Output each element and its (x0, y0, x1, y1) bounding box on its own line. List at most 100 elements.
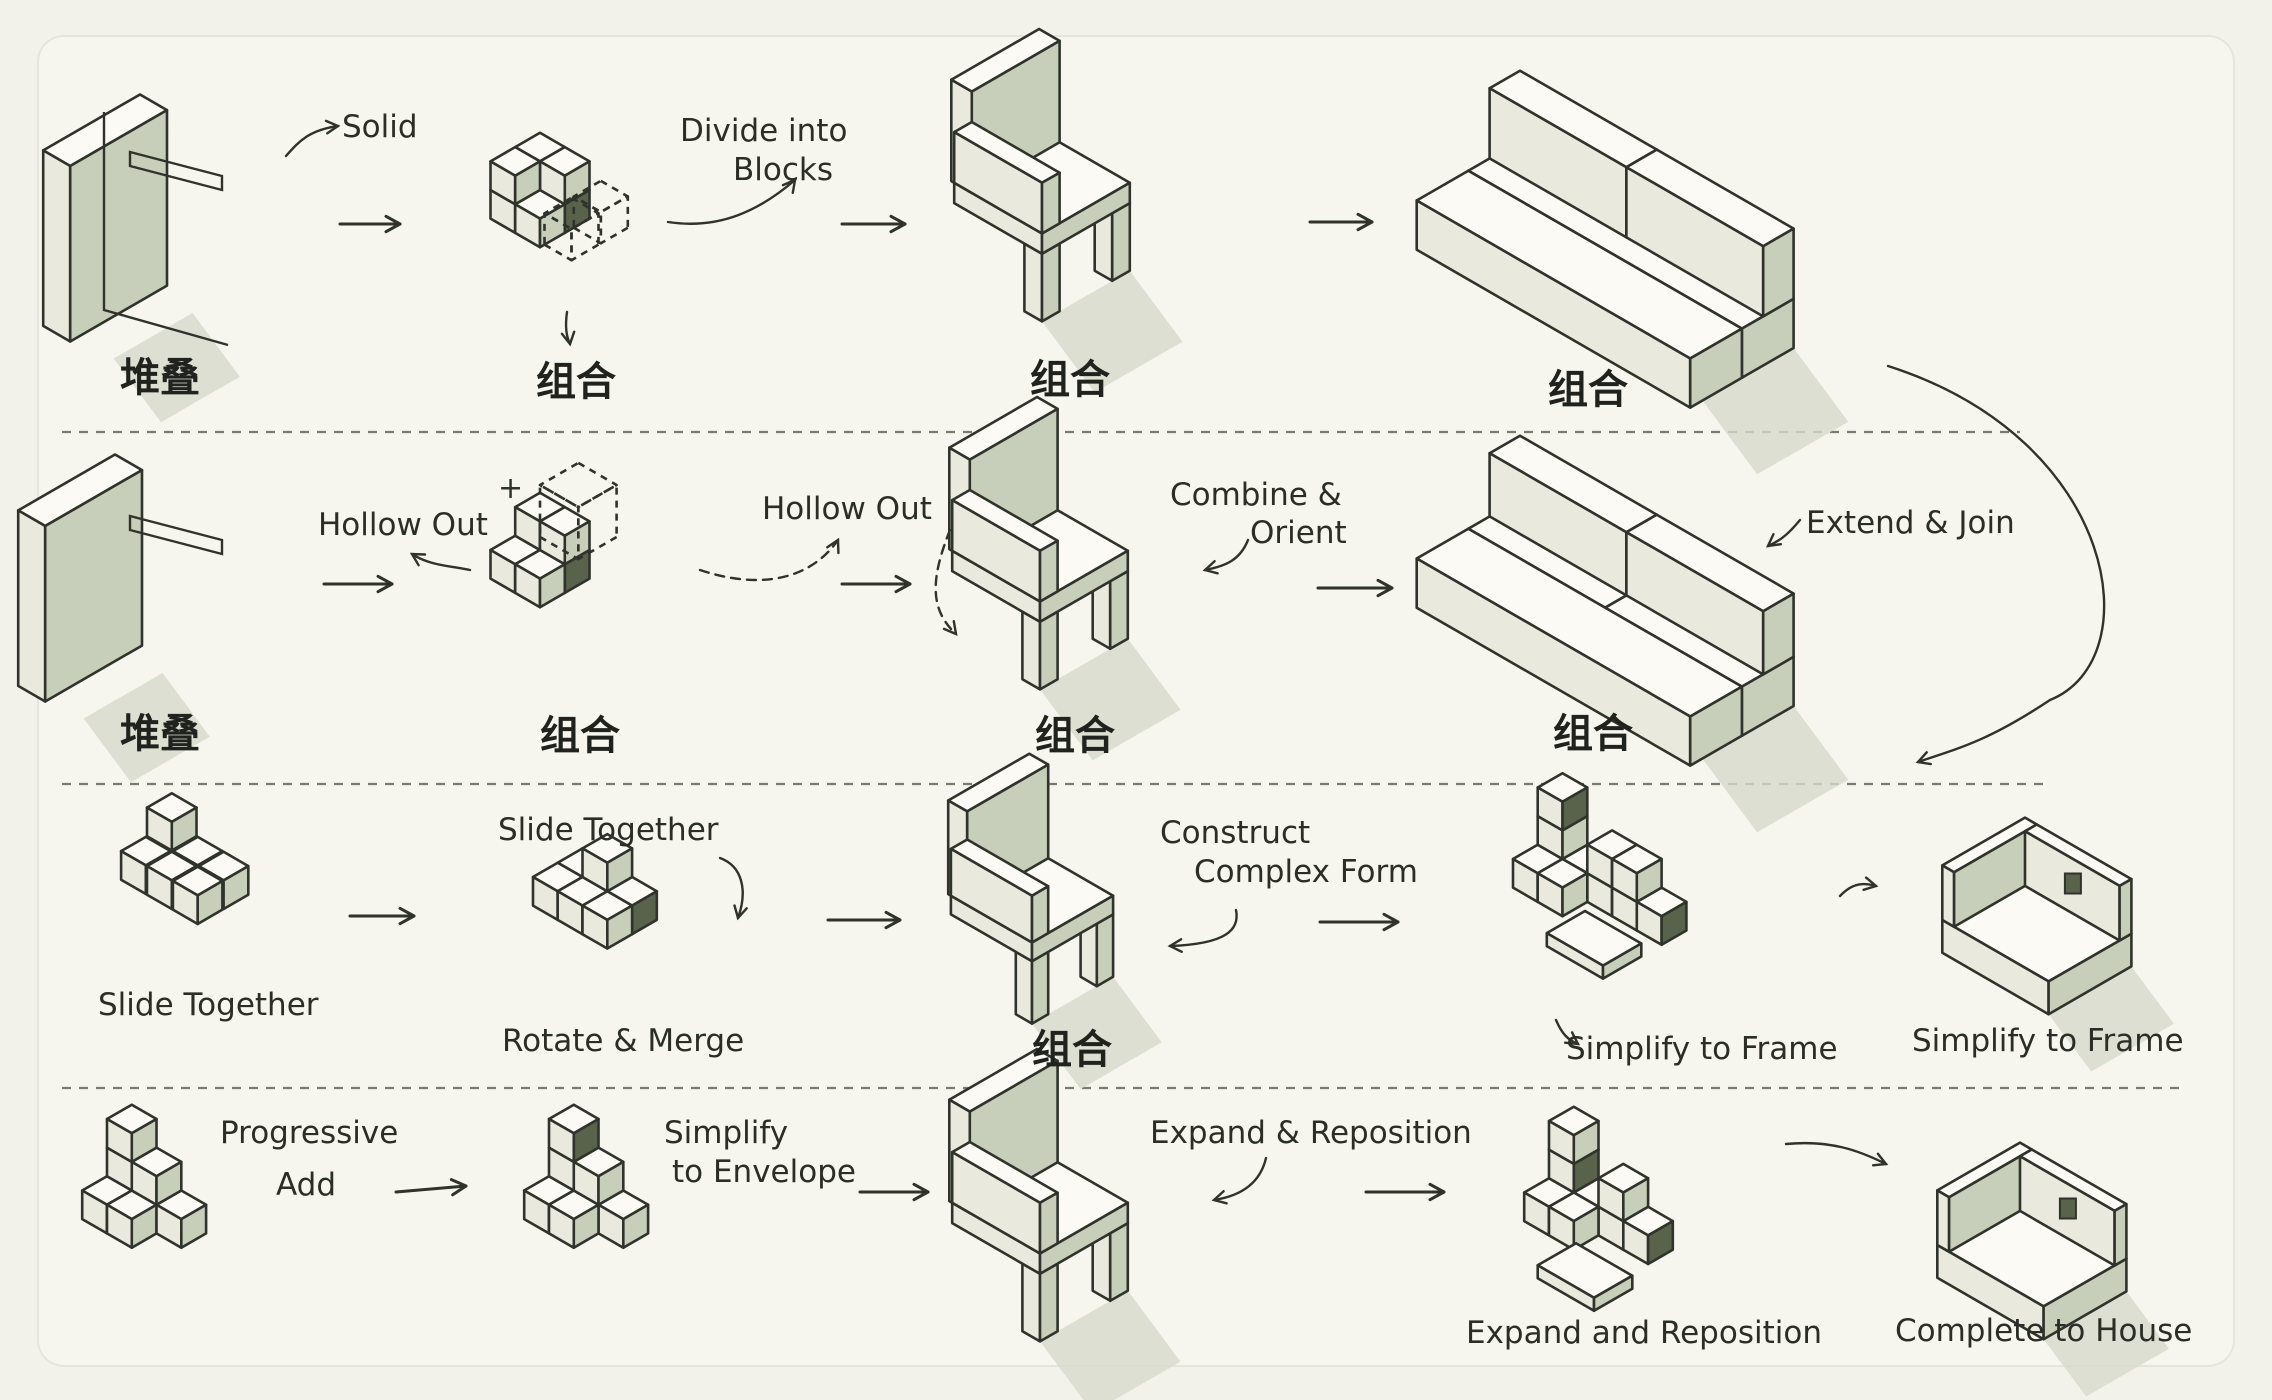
annotation-add: Add (276, 1167, 337, 1203)
shadow-shape (1040, 638, 1181, 761)
frame-shell-window (2063, 872, 2082, 895)
house-wall (1936, 1141, 2034, 1254)
arrow-head-icon (894, 574, 912, 594)
shadow-shape (2043, 1291, 2169, 1397)
arrow-head-icon (912, 1182, 930, 1202)
annotation-to-envelope: to Envelope (672, 1154, 856, 1190)
block-shape (547, 1103, 600, 1164)
arrow-head-icon (884, 910, 902, 930)
arrow-head-icon (826, 537, 840, 555)
annotation-divide-into: Divide into (680, 113, 848, 149)
curved-arrow-icon (410, 552, 472, 572)
block-shape (489, 145, 542, 206)
arrow-head-icon (1862, 876, 1879, 891)
curved-arrow-icon (1203, 538, 1250, 572)
block-shape (513, 188, 567, 249)
arrow-head-icon (1211, 1189, 1228, 1205)
dashed-block-shape (538, 461, 618, 561)
curved-arrow-icon (1168, 908, 1238, 948)
caption-expand-reposition: Expand and Reposition (1466, 1315, 1822, 1351)
shadow-shape (1032, 976, 1162, 1090)
shadow-shape (83, 673, 210, 783)
arrow-icon (394, 1184, 468, 1194)
caption-combine-2: 组合 (1030, 357, 1110, 403)
arrow-head-icon (1376, 578, 1394, 598)
arrow-head-icon (781, 178, 797, 195)
block-shape (1547, 1105, 1600, 1166)
sofa-seat-block (1415, 527, 1744, 767)
caption-simplify-frame-1: Simplify to Frame (1566, 1031, 1838, 1067)
caption-combine-6: 组合 (1553, 711, 1633, 757)
caption-stack-2: 堆叠 (120, 711, 200, 757)
slot-shape (128, 150, 224, 192)
house-window (2058, 1197, 2077, 1220)
chair-arm (949, 838, 1050, 944)
caption-slide-together: Slide Together (98, 987, 319, 1023)
frame-platform-shape (1536, 1241, 1634, 1313)
arrow-head-icon (1356, 212, 1374, 232)
block-shape (1635, 886, 1688, 947)
caption-stack-1: 堆叠 (120, 355, 200, 401)
block-shape (105, 1103, 158, 1164)
arrow-head-icon (1167, 938, 1183, 953)
arrow-head-icon (889, 214, 907, 234)
annotation-solid: Solid (342, 109, 418, 145)
caption-simplify-frame-2: Simplify to Frame (1912, 1023, 2184, 1059)
slot-shape (128, 514, 224, 556)
caption-complete-house: Complete to House (1895, 1313, 2193, 1349)
sofa-back-block (1625, 513, 1795, 676)
block-shape (572, 1146, 625, 1207)
block-shape (155, 1189, 208, 1249)
shadow-shape (1040, 1290, 1181, 1400)
arrow-head-icon (1765, 533, 1783, 548)
block-shape (1547, 1191, 1600, 1251)
caption-combine-4: 组合 (540, 713, 620, 759)
block-shape (1536, 771, 1589, 832)
arrow-head-icon (1563, 1031, 1581, 1046)
curved-arrow-icon (284, 124, 340, 158)
arrow-head-icon (409, 552, 427, 567)
arrow-head-icon (384, 214, 402, 234)
block-shape (1597, 1162, 1650, 1223)
block-shape (581, 832, 634, 893)
annotation-expand-reposition: Expand & Reposition (1150, 1115, 1472, 1151)
chair-arm (950, 488, 1059, 603)
solid-slab-shape (16, 453, 144, 703)
arrow-head-icon (376, 574, 394, 594)
chair-arm (952, 120, 1061, 235)
frame-platform-shape (1545, 909, 1643, 980)
arrow-head-icon (733, 904, 748, 921)
annotation-simplify: Simplify (664, 1115, 789, 1151)
shadow-shape (1042, 270, 1183, 393)
arrow-head-icon (324, 119, 341, 135)
annotation-slide-together: Slide Together (498, 812, 719, 848)
shadow-shape (2048, 966, 2174, 1072)
annotation-hollow-out-2: Hollow Out (762, 491, 932, 527)
arrow-head-icon (1428, 1182, 1446, 1202)
curved-arrow-icon (1886, 364, 2106, 764)
caption-combine-1: 组合 (536, 359, 616, 405)
annotation-extend-join: Extend & Join (1806, 505, 2015, 541)
annotation-construct: Construct (1160, 815, 1311, 851)
annotation-orient: Orient (1250, 515, 1347, 551)
sofa-back-block (1625, 148, 1795, 318)
curved-arrow-icon (1212, 1156, 1268, 1202)
arrow-head-icon (1915, 751, 1933, 766)
curved-arrow-icon (666, 178, 797, 225)
curved-arrow-icon (698, 538, 840, 582)
annotation-progressive: Progressive (220, 1115, 399, 1151)
caption-combine-5: 组合 (1035, 713, 1115, 759)
plus-icon: + (498, 471, 523, 506)
arrow-head-icon (560, 330, 576, 347)
arrow-head-icon (398, 906, 416, 926)
sofa-seat-block (1415, 169, 1744, 409)
slab-inset-line (102, 112, 229, 347)
block-shape (130, 1146, 183, 1207)
arrow-head-icon (1202, 560, 1219, 575)
block-shape (171, 865, 224, 926)
arrow-head-icon (1382, 912, 1400, 932)
arrow-head-icon (449, 1178, 468, 1197)
curved-arrow-icon (718, 856, 744, 920)
